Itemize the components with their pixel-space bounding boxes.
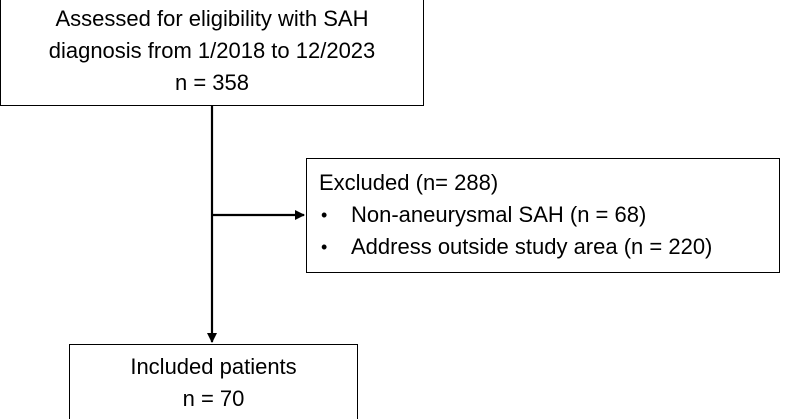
excluded-item-label: Address outside study area (n = 220) — [351, 234, 713, 259]
included-count: n = 70 — [182, 386, 245, 411]
excluded-item: • Address outside study area (n = 220) — [319, 231, 779, 263]
included-title: Included patients — [130, 354, 297, 379]
bullet-icon: • — [321, 237, 328, 257]
excluded-box: Excluded (n= 288) • Non-aneurysmal SAH (… — [306, 158, 780, 273]
assessed-box: Assessed for eligibility with SAH diagno… — [0, 0, 424, 106]
bullet-icon: • — [321, 205, 328, 225]
excluded-title: Excluded (n= 288) — [319, 170, 499, 195]
included-box: Included patients n = 70 — [69, 344, 358, 419]
assessed-line-1: Assessed for eligibility with SAH — [55, 6, 369, 31]
excluded-item-label: Non-aneurysmal SAH (n = 68) — [351, 202, 647, 227]
assessed-count: n = 358 — [174, 70, 249, 95]
assessed-line-2: diagnosis from 1/2018 to 12/2023 — [48, 38, 376, 63]
excluded-item: • Non-aneurysmal SAH (n = 68) — [319, 199, 779, 231]
